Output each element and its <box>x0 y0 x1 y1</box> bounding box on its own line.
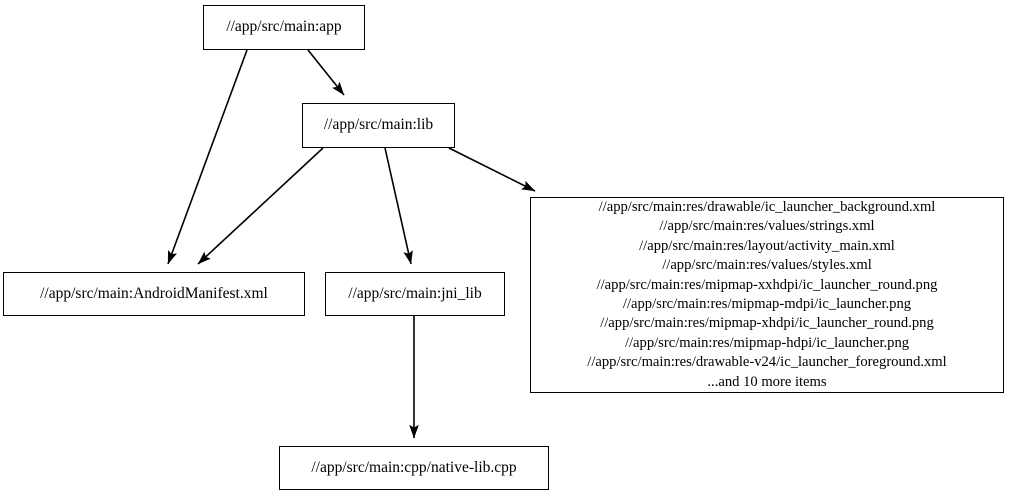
edge-app-to-manifest <box>167 49 248 265</box>
edge-lib-to-manifest <box>197 147 324 265</box>
edge-lib-to-jni-lib <box>384 147 413 265</box>
edge-lib-to-resources <box>448 147 536 192</box>
graph-node-lib-label: //app/src/main:lib <box>323 116 434 134</box>
graph-node-app[interactable]: //app/src/main:app <box>203 5 365 50</box>
graph-node-resources-group-label: //app/src/main:res/drawable/ic_launcher_… <box>587 198 947 390</box>
edge-app-to-lib <box>307 49 345 96</box>
graph-node-native-lib-cpp[interactable]: //app/src/main:cpp/native-lib.cpp <box>279 446 549 490</box>
graph-node-resources-group[interactable]: //app/src/main:res/drawable/ic_launcher_… <box>530 197 1004 393</box>
graph-node-android-manifest-label: //app/src/main:AndroidManifest.xml <box>40 284 268 302</box>
graph-node-android-manifest[interactable]: //app/src/main:AndroidManifest.xml <box>3 272 305 316</box>
graph-node-native-lib-cpp-label: //app/src/main:cpp/native-lib.cpp <box>311 458 517 476</box>
graph-node-app-label: //app/src/main:app <box>226 18 342 36</box>
graph-node-jni-lib[interactable]: //app/src/main:jni_lib <box>325 272 505 316</box>
graph-node-lib[interactable]: //app/src/main:lib <box>302 103 455 148</box>
graph-node-jni-lib-label: //app/src/main:jni_lib <box>348 284 482 302</box>
